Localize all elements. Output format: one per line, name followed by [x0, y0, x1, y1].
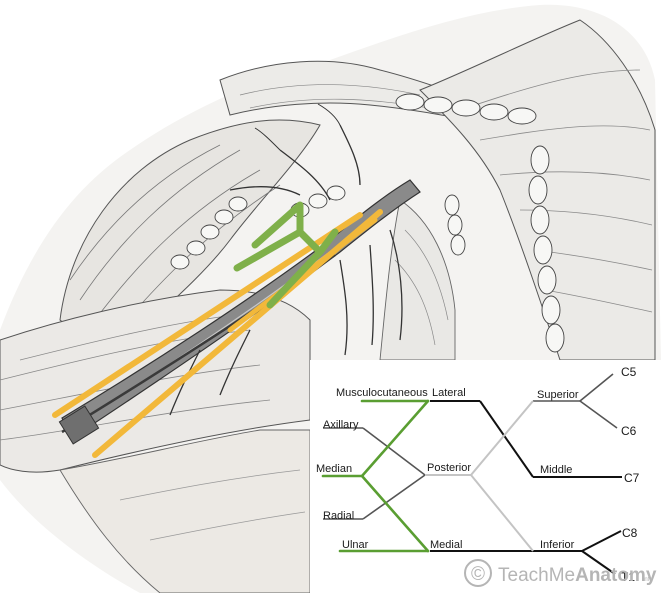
label-lateral-cord: Lateral [432, 387, 466, 399]
label-root-c8: C8 [622, 526, 638, 540]
label-medial-cord: Medial [430, 539, 462, 551]
label-posterior-cord: Posterior [427, 462, 471, 474]
label-root-c5: C5 [621, 365, 637, 379]
label-musculocutaneous: Musculocutaneous [336, 387, 428, 399]
label-ulnar: Ulnar [342, 539, 369, 551]
schematic-diagram-panel: Musculocutaneous Axillary Median Radial … [310, 360, 661, 593]
label-axillary: Axillary [323, 419, 359, 431]
label-inferior-trunk: Inferior [540, 539, 575, 551]
watermark-brand: TeachMeAnatomy [498, 565, 657, 586]
label-root-c6: C6 [621, 424, 637, 438]
label-superior-trunk: Superior [537, 389, 579, 401]
label-radial: Radial [323, 510, 354, 522]
watermark-suffix: info [643, 577, 653, 583]
copyright-symbol: © [471, 564, 485, 585]
label-root-c7: C7 [624, 471, 640, 485]
label-median: Median [316, 463, 352, 475]
watermark-brand-part1: TeachMe [498, 565, 575, 586]
label-middle-trunk: Middle [540, 464, 572, 476]
